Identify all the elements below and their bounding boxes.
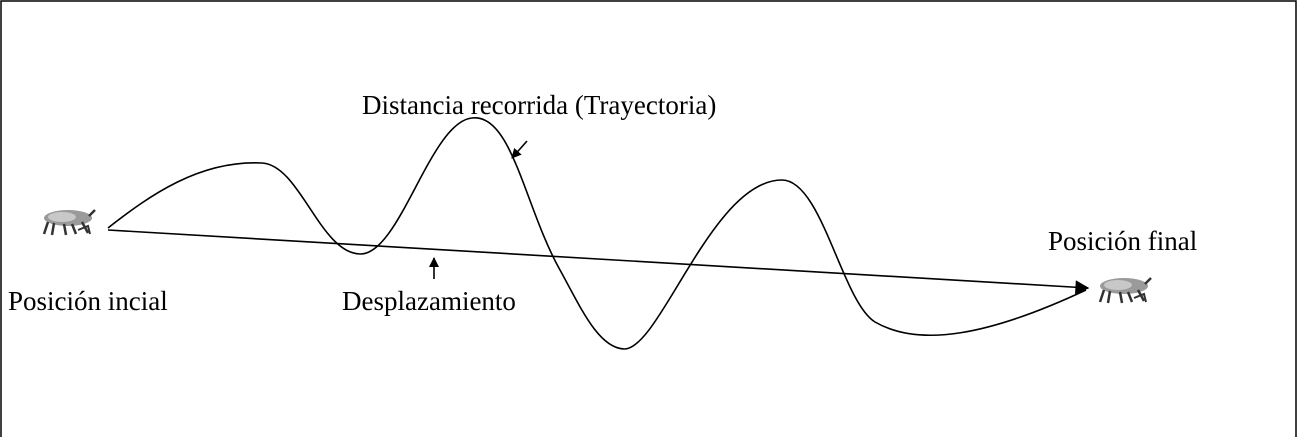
- trajectory-pointer-arrow: [511, 140, 528, 159]
- ant-icon: [42, 209, 96, 236]
- end-position-label: Posición final: [1048, 226, 1197, 256]
- trajectory-label: Distancia recorrida (Trayectoria): [362, 90, 716, 120]
- displacement-vector: [107, 229, 1090, 295]
- start-position-label: Posición incial: [8, 286, 168, 316]
- displacement-label: Desplazamiento: [342, 286, 516, 316]
- trajectory-curve: [107, 117, 1087, 350]
- ant-icon: [1098, 277, 1152, 304]
